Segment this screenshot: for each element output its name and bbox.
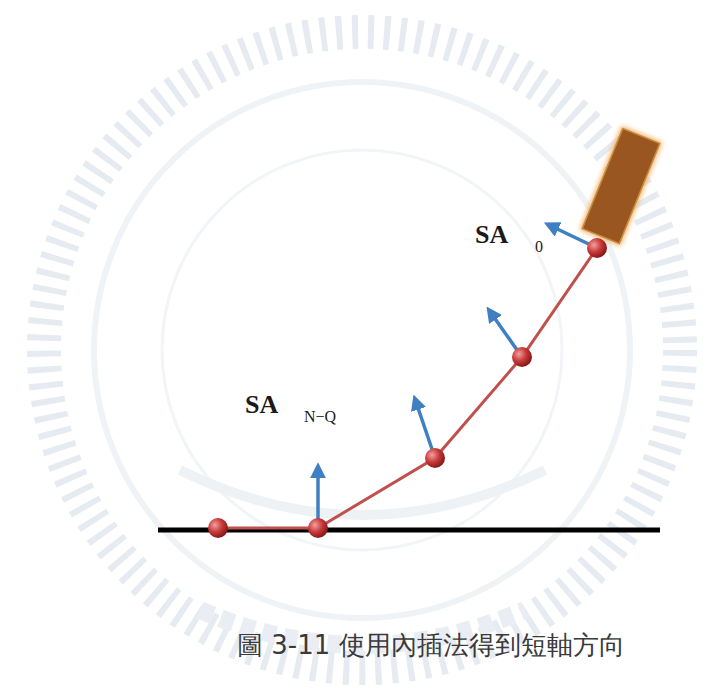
curve-points — [208, 238, 607, 538]
figure-caption: 圖 3-11 使用內插法得到短軸方向 — [237, 632, 625, 658]
watermark — [44, 32, 680, 668]
curve-polyline — [218, 248, 597, 528]
axis-label: SA — [245, 392, 278, 418]
short-axis-arrows — [318, 226, 597, 528]
axis-subscript: N−Q — [304, 409, 336, 425]
axis-label: SA — [475, 222, 508, 248]
brown-block — [580, 126, 663, 246]
axis-subscript: 0 — [535, 239, 543, 255]
